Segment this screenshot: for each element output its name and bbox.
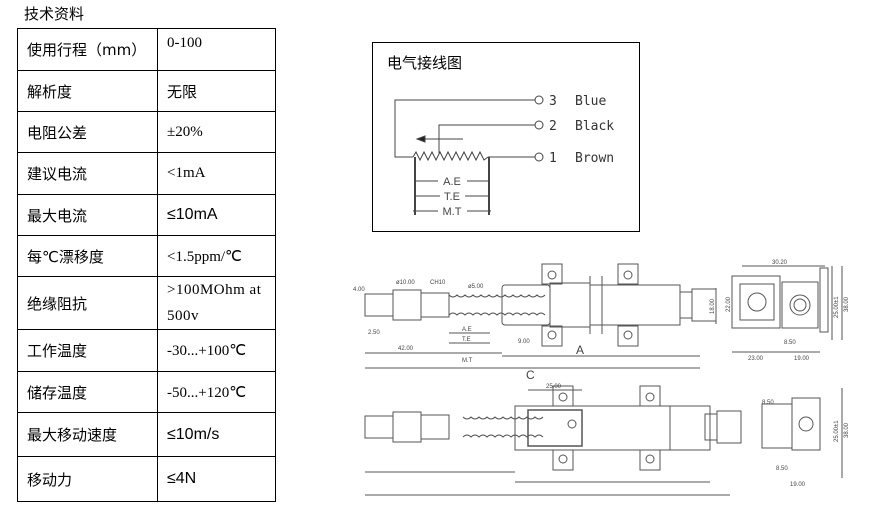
spec-value: ≤4N [157, 456, 276, 502]
connector-face [747, 292, 767, 312]
spec-value: -30...+100℃ [157, 329, 276, 372]
dim-label: 8.50 [776, 466, 788, 472]
spec-value: 无限 [157, 70, 276, 112]
spec-value: ≤10m/s [157, 412, 276, 457]
spec-key: 绝缘阻抗 [17, 276, 158, 330]
spec-value: ±20% [157, 111, 276, 153]
spec-key: 储存温度 [17, 371, 158, 413]
spec-value: 0-100 [157, 28, 276, 71]
mechanical-drawing: 4.00 ø10.00 CH10 ø5.00 2.50 42.00 A.E T.… [353, 260, 850, 496]
mount-clip [541, 325, 563, 347]
bellows-bottom [462, 416, 544, 438]
dim-label: 30.20 [772, 260, 788, 266]
wiring-diagram: 电气接线图 3 Blue 2 Black 1 Brown [372, 42, 640, 232]
bellows-top [448, 294, 546, 316]
dim-label: ø10.00 [396, 280, 415, 286]
resistor-zigzag [412, 150, 489, 162]
spec-key: 建议电流 [17, 152, 158, 195]
dim-label: 19.00 [794, 356, 810, 362]
spec-key: 解析度 [17, 70, 158, 112]
wiring-schematic: 3 Blue 2 Black 1 Brown A.E T.E M.T [394, 94, 614, 218]
pin-color: Brown [575, 151, 614, 166]
body-top [589, 284, 681, 326]
mount-clip [617, 263, 639, 285]
dim-label: 25.00 [546, 384, 562, 390]
table-row: 储存温度-50...+120℃ [17, 371, 276, 413]
rod-end-top [364, 293, 394, 317]
dim-label: M.T [462, 358, 473, 364]
dim-label: 23.00 [748, 356, 764, 362]
slider-top [549, 282, 591, 328]
wire-black [438, 124, 535, 153]
table-row: 最大电流≤10mA [17, 194, 276, 236]
spec-value: ≤10mA [157, 194, 276, 236]
dim-label: T.E [444, 191, 460, 203]
dim-label: ø5.00 [468, 284, 484, 290]
rod-nut-top [392, 289, 422, 321]
table-row: 绝缘阻抗>100MOhm at 500v [17, 276, 276, 330]
spec-key: 电阻公差 [17, 111, 158, 153]
dim-label: A.E [443, 176, 461, 188]
dim-label: 19.00 [790, 482, 806, 488]
spec-key: 最大电流 [17, 194, 158, 236]
terminal-2 [534, 120, 544, 130]
dim-label: 25.00±1 [834, 296, 840, 318]
dim-label: 38.00 [844, 296, 850, 312]
spec-value: >100MOhm at 500v [157, 276, 276, 330]
spec-key: 使用行程（mm） [17, 28, 158, 71]
dim-label: 8.50 [762, 400, 774, 406]
wiring-title: 电气接线图 [387, 54, 463, 72]
table-row: 每℃漂移度<1.5ppm/℃ [17, 235, 276, 277]
spec-value: <1.5ppm/℃ [157, 235, 276, 277]
dim-label: 2.50 [368, 330, 380, 336]
spec-key: 每℃漂移度 [17, 235, 158, 277]
pin-number: 3 [549, 94, 557, 109]
table-row: 最大移动速度≤10m/s [17, 412, 276, 457]
dim-label: T.E [462, 337, 471, 343]
table-row: 移动力≤4N [17, 456, 276, 502]
section-title: 技术资料 [24, 5, 85, 23]
dim-label: 9.00 [518, 339, 530, 345]
pin-color: Black [575, 119, 614, 134]
dim-label: A.E [462, 327, 472, 333]
pin-number: 1 [549, 151, 557, 166]
spec-table: 使用行程（mm）0-100 解析度无限 电阻公差±20% 建议电流<1mA 最大… [17, 28, 276, 502]
arrow-icon [415, 135, 426, 143]
spec-value: <1mA [157, 152, 276, 195]
table-row: 使用行程（mm）0-100 [17, 28, 276, 71]
dim-label: 38.00 [844, 422, 850, 438]
dim-label: 25.00±1 [834, 420, 840, 442]
dim-label: C [526, 368, 535, 382]
end-view-body [731, 275, 781, 329]
dim-label: 8.50 [784, 340, 796, 346]
dim-label: M.T [443, 206, 462, 218]
housing-endcap-top [501, 284, 551, 326]
dim-label: A [576, 343, 584, 357]
dim-label: 22.00 [726, 296, 732, 312]
pin-number: 2 [549, 119, 557, 134]
table-row: 建议电流<1mA [17, 152, 276, 195]
dim-label: 42.00 [398, 346, 414, 352]
terminal-3 [534, 95, 544, 105]
dim-label: CH10 [430, 280, 446, 286]
table-row: 工作温度-30...+100℃ [17, 329, 276, 372]
mount-clip [541, 263, 563, 285]
terminal-1 [534, 152, 544, 162]
dim-label: 4.00 [353, 287, 365, 293]
slider-bottom [527, 409, 583, 447]
spec-value: -50...+120℃ [157, 371, 276, 413]
spec-key: 工作温度 [17, 329, 158, 372]
dim-label: 18.00 [710, 298, 716, 314]
table-row: 解析度无限 [17, 70, 276, 112]
wire-blue [394, 99, 535, 158]
body-bottom [514, 405, 671, 451]
mount-clip [617, 325, 639, 347]
table-row: 电阻公差±20% [17, 111, 276, 153]
spec-key: 最大移动速度 [17, 412, 158, 457]
spec-key: 移动力 [17, 456, 158, 502]
pin-color: Blue [575, 94, 606, 109]
